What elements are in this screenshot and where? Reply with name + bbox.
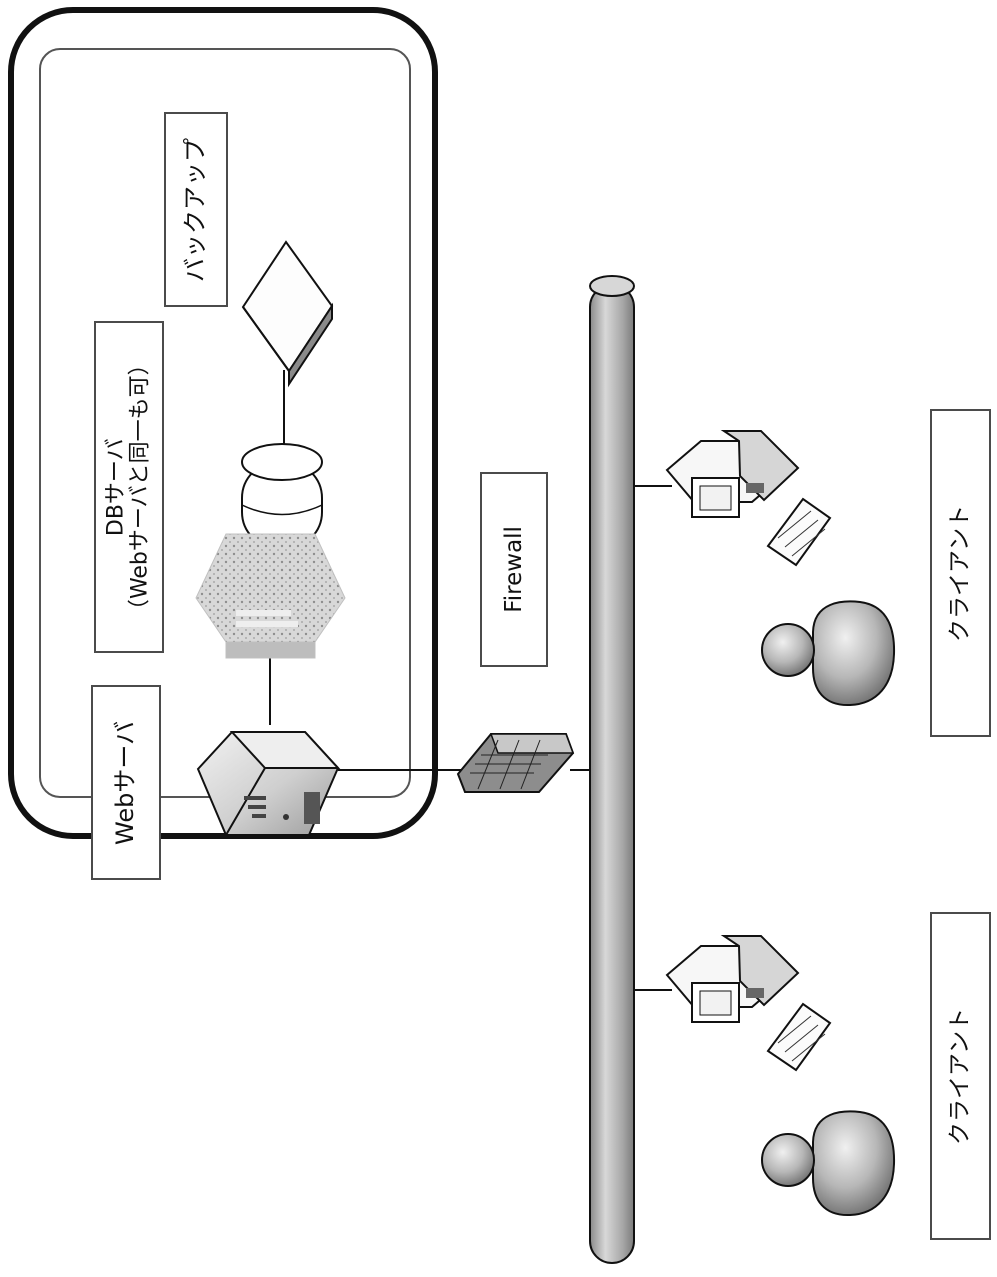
backup-label-box: バックアップ bbox=[164, 112, 228, 307]
network-bus-icon bbox=[590, 285, 634, 1263]
firewall-icon bbox=[458, 734, 573, 792]
bottom-client-label: クライアント bbox=[948, 1007, 973, 1144]
backup-storage-icon bbox=[243, 242, 332, 384]
computer-icon-bottom bbox=[667, 936, 830, 1070]
db-server-hardware-icon bbox=[196, 534, 345, 658]
firewall-label-box: Firewall bbox=[480, 472, 548, 667]
user-icon-top bbox=[762, 601, 894, 705]
firewall-label: Firewall bbox=[502, 526, 527, 613]
web-server-label: Webサーバ bbox=[113, 720, 139, 844]
user-icon-bottom bbox=[762, 1111, 894, 1215]
computer-icon-top bbox=[667, 431, 830, 565]
database-icon bbox=[242, 444, 322, 548]
server-icon bbox=[198, 732, 338, 835]
bottom-client-label-box: クライアント bbox=[930, 912, 991, 1240]
db-server-label: DBサーバ （Webサーバと同一も可） bbox=[105, 353, 153, 621]
network-bus-top-cap bbox=[590, 276, 634, 296]
db-server-label-line1: DBサーバ bbox=[105, 353, 129, 621]
db-server-label-box: DBサーバ （Webサーバと同一も可） bbox=[94, 321, 164, 653]
backup-label: バックアップ bbox=[183, 138, 209, 282]
web-server-label-box: Webサーバ bbox=[91, 685, 161, 880]
top-client-label-box: クライアント bbox=[930, 409, 991, 737]
db-server-label-line2: （Webサーバと同一も可） bbox=[129, 353, 153, 621]
top-client-label: クライアント bbox=[948, 504, 973, 641]
